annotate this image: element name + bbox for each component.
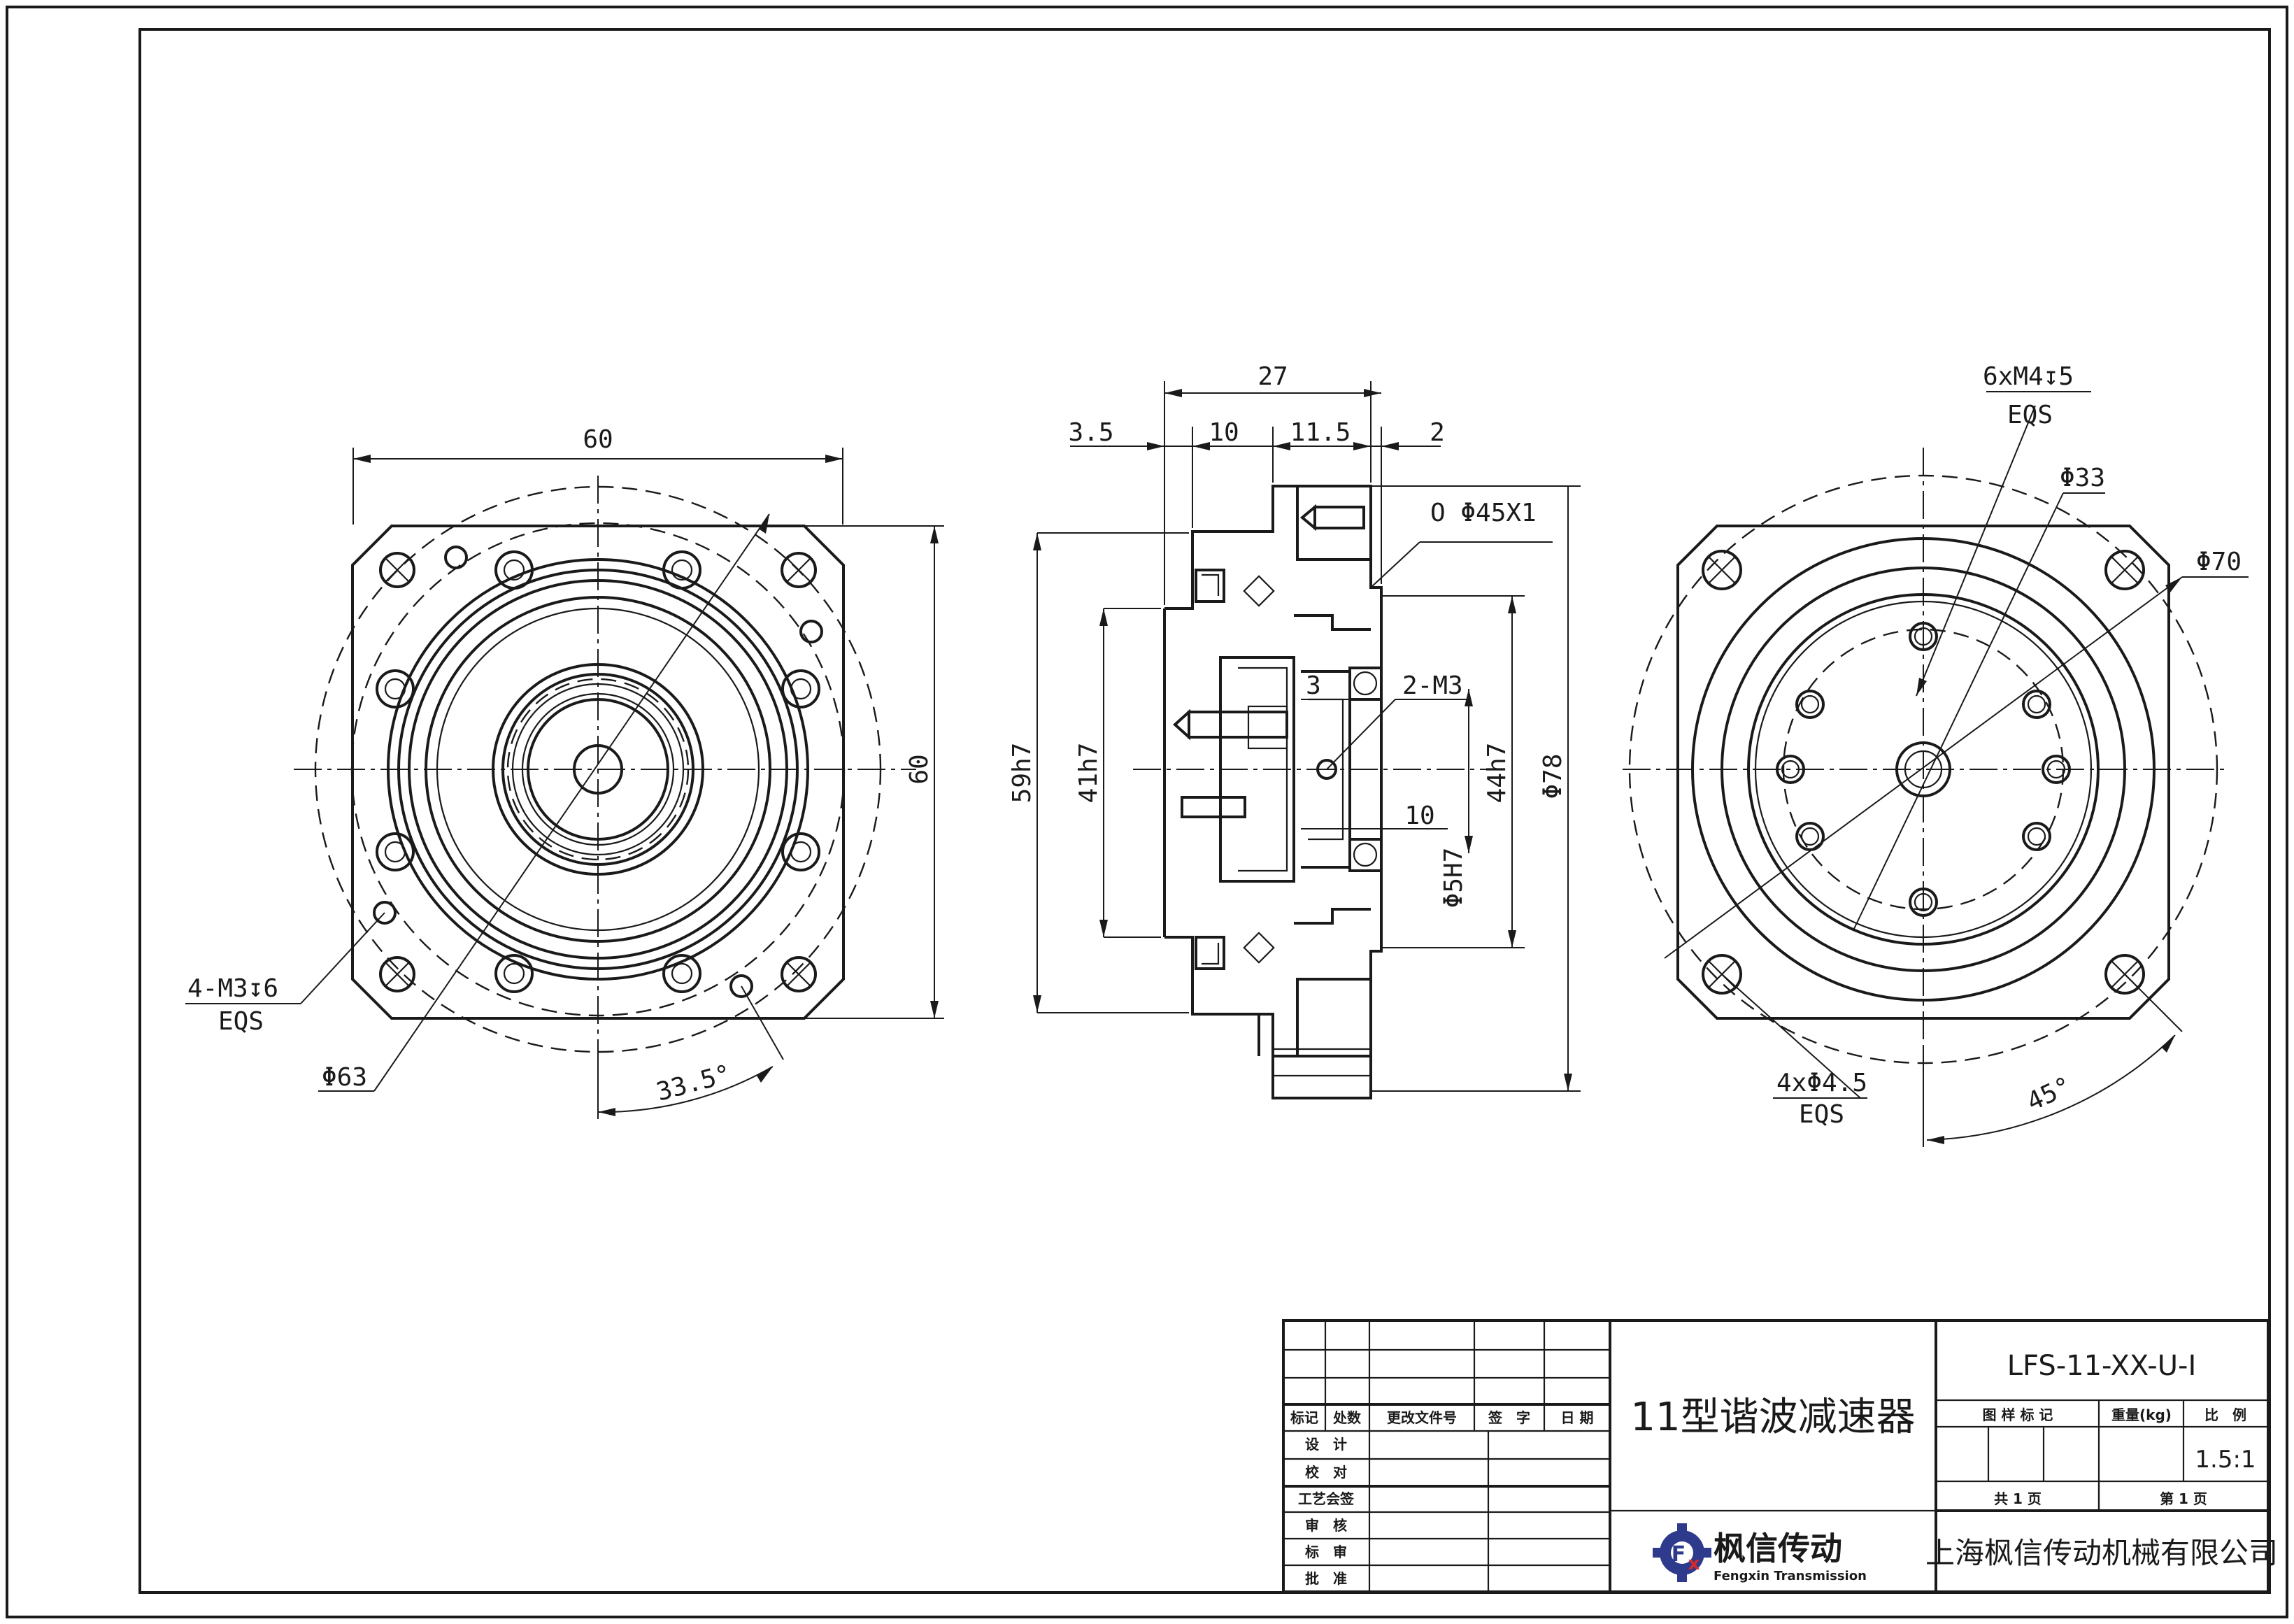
- side-depth-3: 3: [1306, 671, 1321, 700]
- right-thread-callout: 6xM4↧5: [1983, 362, 2074, 391]
- left-height-dim: 60: [905, 754, 934, 784]
- weight-label: 重量(kg): [2111, 1406, 2172, 1423]
- right-corner-holes: [1702, 550, 2145, 995]
- side-depth-10: 10: [1404, 802, 1434, 830]
- sheet-number: 第 1 页: [2160, 1490, 2207, 1507]
- scale-label: 比 例: [2204, 1406, 2246, 1423]
- output-holes: [1776, 622, 2071, 917]
- col-label-docno: 更改文件号: [1387, 1409, 1457, 1426]
- left-view: 60 60 Φ63 4-M3↧6 EQS 33.5°: [185, 425, 944, 1119]
- scale-value: 1.5:1: [2195, 1446, 2256, 1474]
- frame-border: [138, 28, 2271, 1594]
- left-thread-callout: 4-M3↧6: [187, 974, 278, 1003]
- sheets-total: 共 1 页: [1994, 1490, 2042, 1507]
- stage-label: 图 样 标 记: [1983, 1406, 2053, 1423]
- side-oring: O Φ45X1: [1430, 499, 1537, 527]
- right-angle: 45°: [2023, 1071, 2076, 1117]
- right-d70: Φ70: [2196, 548, 2242, 576]
- side-d41: 41h7: [1074, 743, 1103, 804]
- row-label-check: 校 对: [1305, 1464, 1347, 1481]
- row-label-review: 审 核: [1305, 1517, 1347, 1534]
- svg-text:x: x: [1688, 1553, 1700, 1574]
- side-len-d: 2: [1430, 418, 1445, 447]
- right-d33: Φ33: [2060, 464, 2105, 492]
- pcd-dim-63: Φ63: [322, 1063, 367, 1092]
- company-name: 上海枫信传动机械有限公司: [1925, 1536, 2278, 1570]
- side-len-a: 3.5: [1068, 418, 1113, 447]
- screw-heads: [376, 550, 820, 993]
- side-view: 27 3.5 10 11.5 2 O Φ45X1 2-M3 3 10 59h7: [1008, 362, 1581, 1099]
- svg-text:F: F: [1672, 1542, 1686, 1567]
- row-label-design: 设 计: [1305, 1436, 1347, 1453]
- side-len-total: 27: [1258, 362, 1288, 391]
- col-label-date: 日 期: [1561, 1409, 1594, 1426]
- title-block: 标记 处数 更改文件号 签 字 日 期 设 计 校 对 工艺会签 审 核 标 审…: [1282, 1319, 2278, 1593]
- logo-cn: 枫信传动: [1714, 1530, 1842, 1567]
- col-label-count: 处数: [1332, 1409, 1362, 1426]
- logo-en: Fengxin Transmission: [1714, 1569, 1867, 1583]
- right-eqs-top: EQS: [2007, 401, 2053, 429]
- part-number: LFS-11-XX-U-I: [2007, 1350, 2197, 1382]
- corner-holes: [379, 552, 817, 992]
- col-label-sign: 签 字: [1488, 1409, 1530, 1426]
- row-label-process: 工艺会签: [1298, 1490, 1355, 1507]
- side-d44: 44h7: [1483, 743, 1511, 804]
- side-len-b: 10: [1209, 418, 1239, 447]
- side-d5: Φ5H7: [1439, 848, 1468, 909]
- product-name: 11型谐波减速器: [1630, 1395, 1915, 1440]
- right-eqs-bottom: EQS: [1799, 1100, 1844, 1129]
- col-label-mark: 标记: [1290, 1409, 1318, 1426]
- side-d59: 59h7: [1008, 743, 1036, 804]
- side-tap: 2-M3: [1402, 671, 1463, 700]
- right-view: 6xM4↧5 EQS Φ33 Φ70 4xΦ4.5 EQS 45°: [1623, 362, 2249, 1147]
- right-holes: 4xΦ4.5: [1776, 1069, 1867, 1097]
- company-logo: F x 枫信传动 Fengxin Transmission: [1653, 1523, 1867, 1583]
- row-label-approve: 批 准: [1305, 1570, 1347, 1587]
- left-width-dim: 60: [583, 425, 613, 454]
- side-d78: Φ78: [1539, 753, 1567, 799]
- side-len-c: 11.5: [1290, 418, 1351, 447]
- row-label-standard: 标 审: [1305, 1544, 1347, 1560]
- left-eqs: EQS: [218, 1007, 264, 1036]
- outer-border: [6, 6, 2288, 1618]
